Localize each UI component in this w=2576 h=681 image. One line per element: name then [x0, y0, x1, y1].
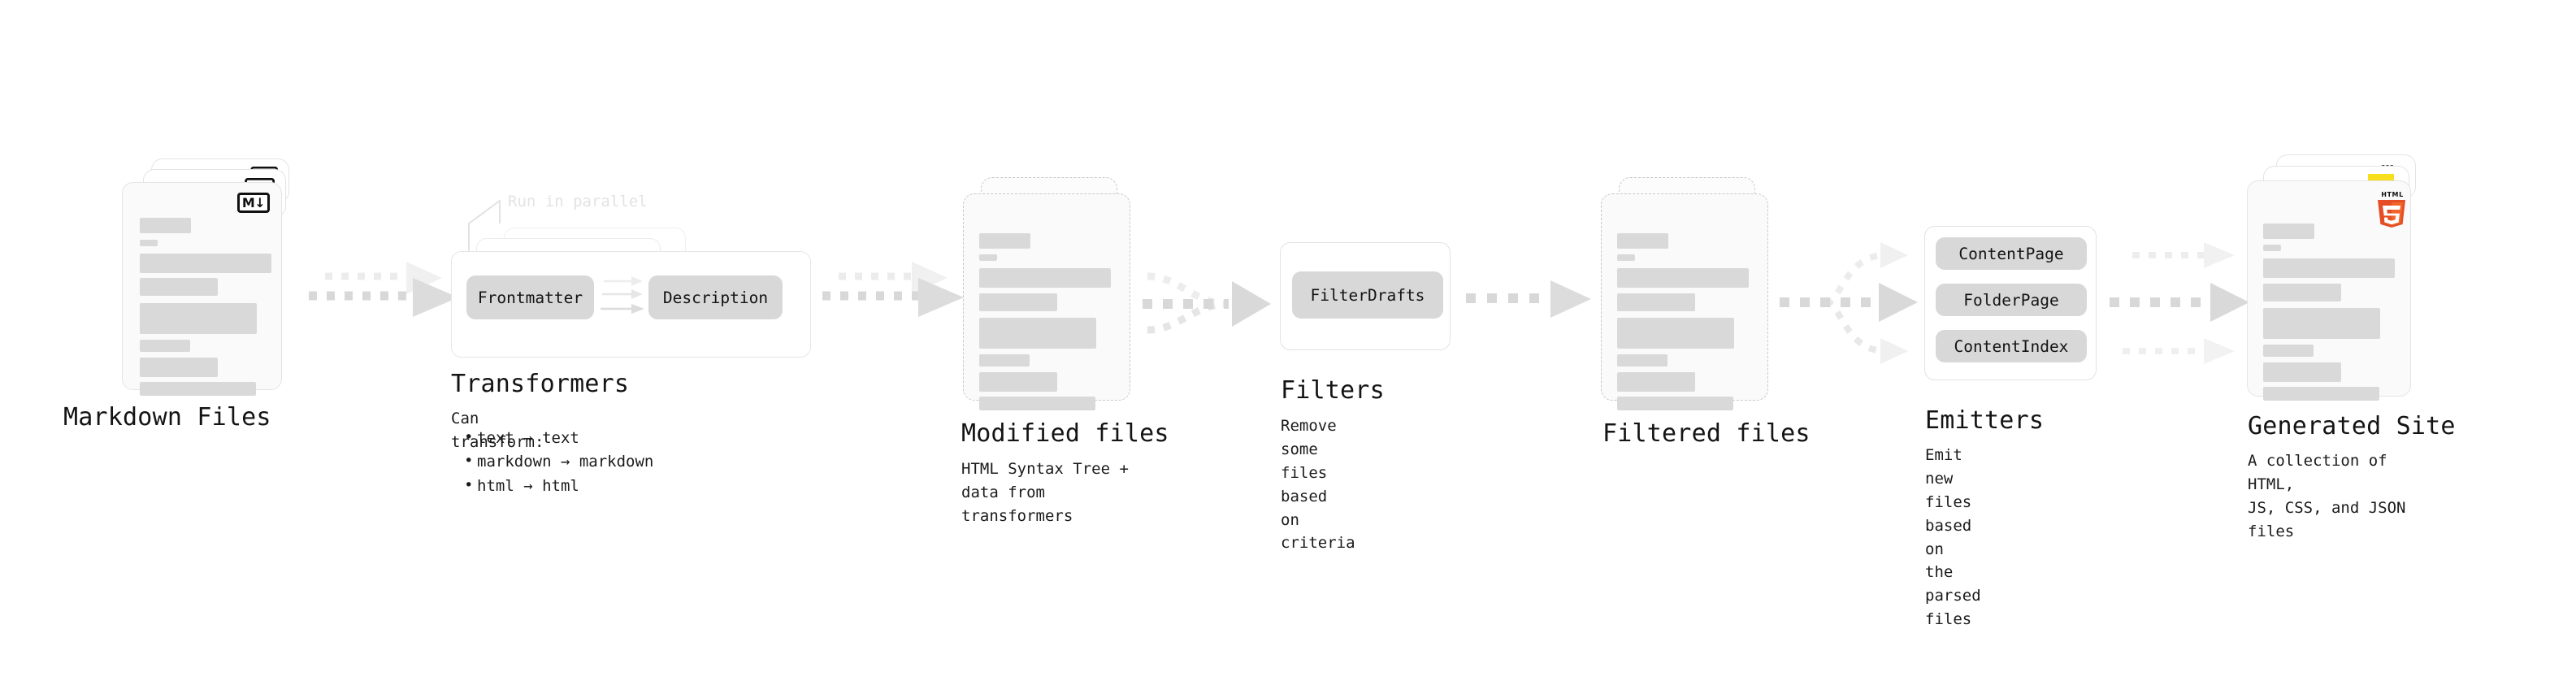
stage-filtered-files: Filtered files [1601, 177, 1810, 448]
generated-site-desc: A collection of HTML, JS, CSS, and JSON … [2248, 452, 2406, 540]
transformer-pill-frontmatter[interactable]: Frontmatter [466, 275, 594, 319]
generated-doc-content [2248, 181, 2410, 401]
modified-doc-content [964, 194, 1130, 410]
stage-title-filtered-files: Filtered files [1602, 419, 1811, 448]
generated-doc-front: HTML [2247, 180, 2411, 401]
transformers-bullet-0: text → text [464, 426, 653, 450]
emitters-pill-contentpage[interactable]: ContentPage [1936, 237, 2087, 270]
emitters-desc: Emit new files based on the parsed files [1925, 446, 1981, 629]
stage-title-modified-files: Modified files [961, 419, 1169, 448]
stage-markdown-files: M↓ M↓ M↓ Markdown Files [63, 158, 297, 432]
modified-doc-front [963, 193, 1130, 410]
stage-title-transformers: Transformers [451, 370, 630, 398]
generated-doc-stack: CSS HTML [2247, 154, 2434, 401]
connector-markdown-to-transformers [309, 262, 458, 317]
connector-modified-to-filters [1143, 272, 1271, 334]
connector-filters-to-filtered [1466, 280, 1591, 318]
transformers-parallel-note: Run in parallel [508, 193, 648, 210]
stage-title-filters: Filters [1281, 376, 1385, 405]
emitters-box: ContentPage FolderPage ContentIndex [1924, 226, 2097, 380]
markdown-doc-content [123, 183, 281, 396]
connector-emitters-to-site [2110, 242, 2249, 364]
transformers-bullet-2: html → html [464, 474, 653, 498]
connector-filtered-to-emitters [1780, 242, 1918, 364]
filters-desc: Remove some files based on criteria [1281, 417, 1355, 553]
modified-files-desc: HTML Syntax Tree + data from transformer… [961, 460, 1129, 525]
filtered-doc-stack [1601, 177, 1776, 410]
stage-title-generated-site: Generated Site [2248, 412, 2456, 440]
filters-pill-filterdrafts[interactable]: FilterDrafts [1292, 271, 1443, 319]
transformers-bullet-list: text → text markdown → markdown html → h… [451, 426, 653, 498]
filtered-doc-content [1602, 194, 1767, 410]
connector-transformers-to-modified [822, 262, 964, 317]
stage-title-markdown-files: Markdown Files [63, 403, 271, 432]
filtered-doc-front [1601, 193, 1768, 410]
transformers-bullet-1: markdown → markdown [464, 449, 653, 474]
markdown-doc-stack: M↓ M↓ M↓ [122, 158, 297, 402]
markdown-badge: M↓ [237, 193, 270, 213]
emitters-pill-contentindex[interactable]: ContentIndex [1936, 330, 2087, 362]
stage-title-emitters: Emitters [1925, 406, 2045, 435]
modified-doc-stack [963, 177, 1138, 410]
emitters-pill-folderpage[interactable]: FolderPage [1936, 284, 2087, 316]
filters-box: FilterDrafts [1280, 242, 1451, 350]
markdown-doc-front: M↓ [122, 182, 282, 396]
stage-modified-files: Modified files HTML Syntax Tree + data f… [961, 177, 1169, 525]
stage-generated-site: CSS HTML [2247, 154, 2455, 540]
transformer-pill-description[interactable]: Description [648, 275, 783, 319]
